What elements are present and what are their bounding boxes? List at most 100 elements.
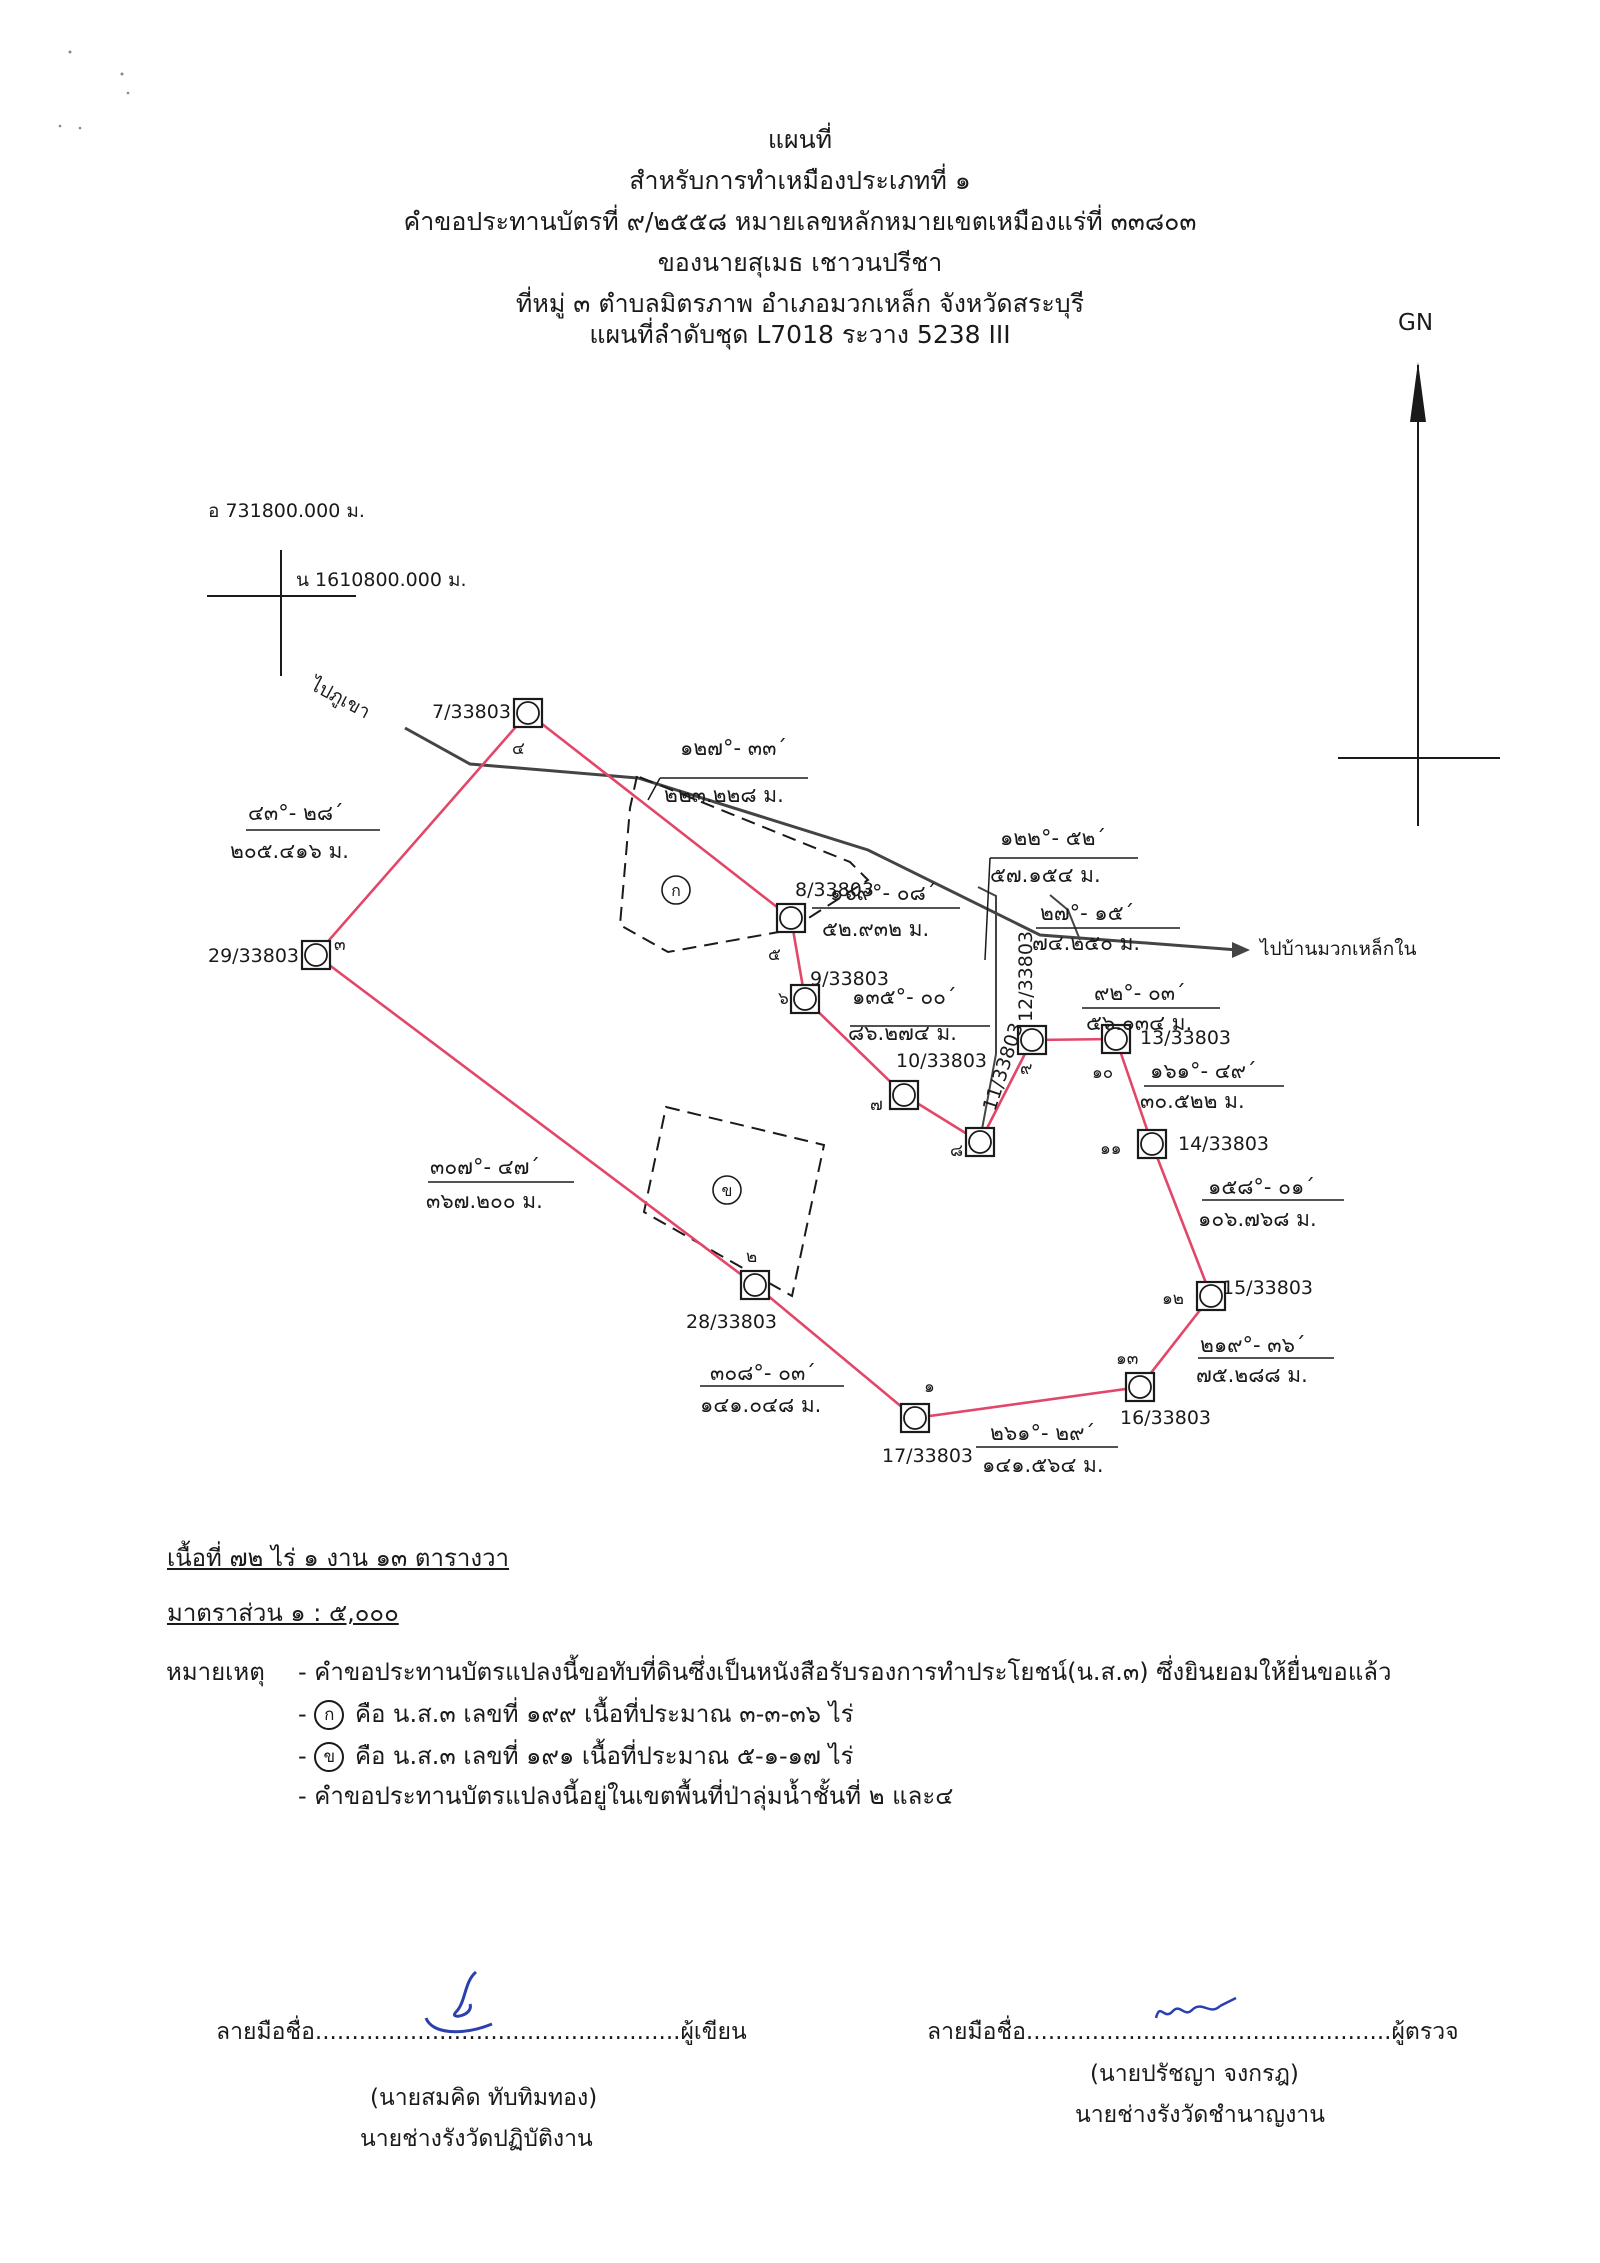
parcel-b-circle: ข [314,1742,345,1772]
parcel-a-label: ก [661,875,691,905]
marker-id: 29/33803 [208,945,299,967]
checker-signature-line: ลายมือชื่อ..............................… [927,2014,1459,2050]
marker-seq: ๙ [1020,1059,1032,1079]
remark-dash: - [298,1700,307,1728]
parcel-b-outline [642,1105,826,1298]
marker-id: 15/33803 [1222,1277,1313,1299]
marker-seq: ๗ [870,1095,883,1115]
leg-distance: ๕๒.๙๓๒ ม. [822,917,929,941]
marker-seq: ๖ [778,989,789,1009]
easting-label: อ 731800.000 ม. [208,500,365,522]
title-line-5: ที่หมู่ ๓ ตำบลมิตรภาพ อำเภอมวกเหล็ก จังห… [515,289,1085,318]
north-arrow [1338,362,1500,826]
parcel-a-outline [618,774,870,954]
remark-dash: - [298,1742,307,1770]
leg-distance: ๑๔๑.๐๔๘ ม. [700,1393,821,1417]
marker-seq: ๔ [512,739,525,759]
leg-bearing: ๒๖๑°- ๒๙´ [990,1421,1095,1445]
area-text: เนื้อที่ ๗๒ ไร่ ๑ งาน ๑๓ ตารางวา [167,1544,510,1572]
marker-id: 9/33803 [810,968,889,990]
leg-bearing: ๑๕๘°- ๐๑´ [1208,1175,1315,1199]
writer-sig-dots: ........................................… [314,2019,681,2045]
writer-sig-role: ผู้เขียน [680,2019,747,2045]
remark-line-4: - คำขอประทานบัตรแปลงนี้อยู่ในเขตพื้นที่ป… [298,1782,954,1810]
writer-sig-prefix: ลายมือชื่อ [216,2019,315,2045]
grid-cross [207,550,356,676]
marker-seq: ๑๐ [1092,1063,1113,1083]
marker-seq: ๓ [334,935,346,955]
remark-line-2-text: คือ น.ส.๓ เลขที่ ๑๙๙ เนื้อที่ประมาณ ๓-๓-… [354,1700,854,1728]
remarks-label: หมายเหตุ [166,1658,265,1686]
road [404,726,1250,1141]
leg-distance: ๒๒๓.๒๒๘ ม. [664,783,784,807]
remark-line-3-text: คือ น.ส.๓ เลขที่ ๑๙๑ เนื้อที่ประมาณ ๕-๑-… [354,1742,854,1770]
marker-seq: ๒ [746,1247,757,1267]
marker-seq: ๑๓ [1116,1349,1138,1369]
leg-distance: ๓๐.๕๒๒ ม. [1140,1089,1245,1113]
checker-sig-prefix: ลายมือชื่อ [927,2019,1026,2045]
leg-bearing: ๓๐๘°- ๐๓´ [710,1361,816,1385]
marker-seq: ๕ [768,945,781,965]
leg-bearing: ๒๑๙°- ๓๖´ [1200,1333,1306,1357]
marker-seq: ๑ [924,1377,935,1397]
leg-distance: ๘๖.๒๗๔ ม. [848,1021,957,1045]
marker-id: 17/33803 [882,1445,973,1467]
leg-distance: ๗๕.๒๘๘ ม. [1196,1363,1308,1387]
checker-title: นายช่างรังวัดชำนาญงาน [1075,2102,1325,2128]
leg-distance: ๕๖.๐๓๔ ม. [1086,1011,1192,1035]
checker-sig-role: ผู้ตรวจ [1391,2019,1459,2045]
grid-north-label: GN [1398,310,1434,336]
writer-title: นายช่างรังวัดปฏิบัติงาน [360,2126,593,2152]
leg-bearing: ๔๓°- ๒๘´ [248,801,344,825]
leg-distance: ๑๔๑.๕๖๔ ม. [982,1453,1104,1477]
checker-signature-mark [1154,1996,1237,2019]
leg-bearing: ๑๖๙°- ๐๘´ [830,881,936,905]
remark-line-3: - ข คือ น.ส.๓ เลขที่ ๑๙๑ เนื้อที่ประมาณ … [298,1736,853,1775]
leg-distance: ๕๗.๑๕๔ ม. [990,863,1101,887]
marker-id: 8/33803 [795,879,874,901]
svg-text:ก: ก [671,881,681,900]
northing-label: น 1610800.000 ม. [296,569,467,591]
leg-bearing: ๑๓๕°- ๐๐´ [852,985,956,1009]
leg-bearing: ๒๗°- ๑๕´ [1040,901,1134,925]
checker-name: (นายปรัชญา จงกรฎ) [1090,2061,1299,2087]
leg-distance: ๗๔.๒๕๐ ม. [1032,931,1140,955]
marker-squares [300,697,1227,1434]
dimension-lines [246,777,1344,1448]
marker-id: 14/33803 [1178,1133,1269,1155]
mining-boundary [314,711,1213,1420]
title-line-4: ของนายสุเมธ เชาวนปรีชา [657,248,943,277]
marker-seq: ๘ [950,1141,963,1161]
leg-distance: ๑๐๖.๗๖๘ ม. [1198,1207,1317,1231]
road-east-label: ไปบ้านมวกเหล็กใน [1260,938,1417,960]
writer-name: (นายสมคิด ทับทิมทอง) [370,2085,598,2111]
marker-seq: ๑๒ [1162,1289,1184,1309]
svg-text:ข: ข [722,1181,733,1200]
marker-circles [304,701,1223,1430]
marker-id: 7/33803 [432,701,511,723]
leg-bearing: ๑๒๒°- ๕๒´ [1000,826,1106,850]
marker-id: 13/33803 [1140,1027,1231,1049]
parcel-a-circle: ก [314,1700,345,1730]
parcel-b-label: ข [712,1175,742,1205]
scale-text: มาตราส่วน ๑ : ๕,๐๐๐ [167,1599,399,1627]
marker-id: 16/33803 [1120,1407,1211,1429]
leg-distance: ๓๖๗.๒๐๐ ม. [426,1189,543,1213]
title-line-2: สำหรับการทำเหมืองประเภทที่ ๑ [629,166,971,195]
remark-line-1: - คำขอประทานบัตรแปลงนี้ขอทับที่ดินซึ่งเป… [298,1658,1392,1686]
leg-bearing: ๙๒°- ๐๓´ [1094,981,1186,1005]
scan-speckles [58,50,130,130]
writer-signature-line: ลายมือชื่อ..............................… [216,2014,747,2050]
marker-id: 12/33803 [1015,931,1037,1022]
remark-line-2: - ก คือ น.ส.๓ เลขที่ ๑๙๙ เนื้อที่ประมาณ … [298,1694,854,1733]
leg-bearing: ๑๖๑°- ๔๙´ [1150,1059,1257,1083]
marker-id: 10/33803 [896,1050,987,1072]
title-line-6: แผนที่ลำดับชุด L7018 ระวาง 5238 III [589,320,1011,349]
leg-bearing: ๓๐๗°- ๔๗´ [430,1155,540,1179]
leg-bearing: ๑๒๗°- ๓๓´ [680,736,787,760]
marker-id: 28/33803 [686,1311,777,1333]
title-line-3: คำขอประทานบัตรที่ ๙/๒๕๕๘ หมายเลขหลักหมาย… [403,207,1197,236]
writer-signature-mark [424,1970,493,2034]
